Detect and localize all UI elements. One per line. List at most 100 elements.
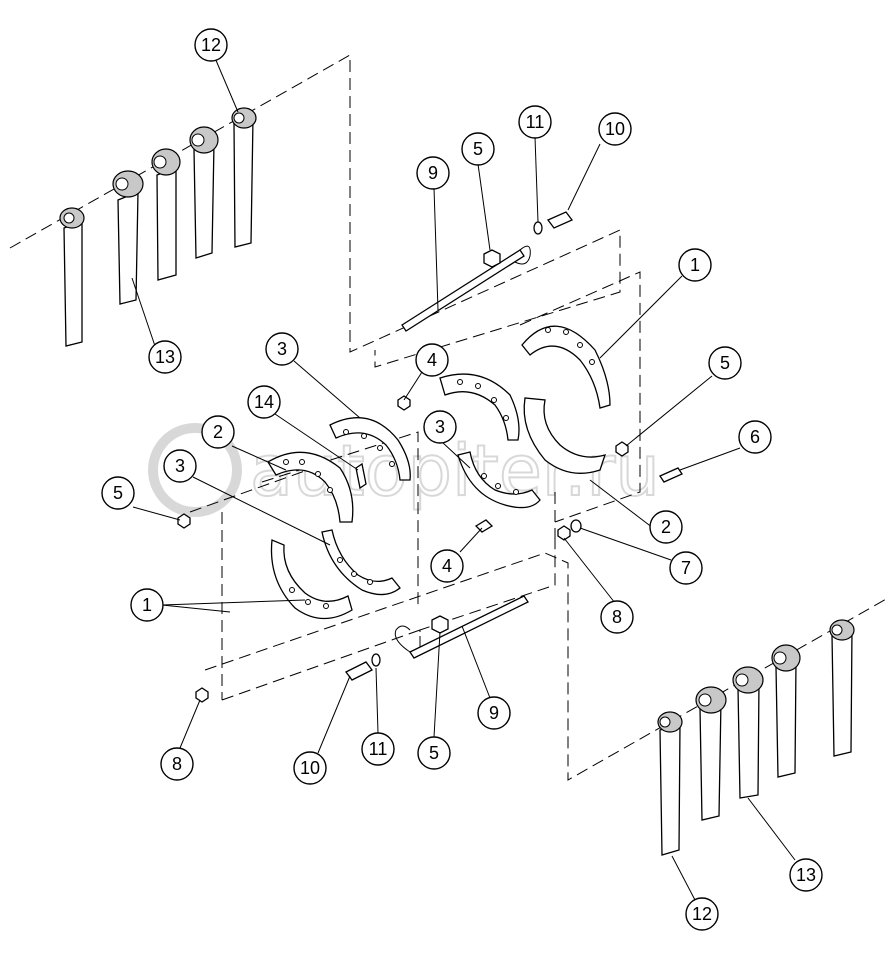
callout-8-right: 8 xyxy=(600,600,634,634)
callout-2-right: 2 xyxy=(649,510,683,544)
right-shoe-3-lower xyxy=(457,451,541,509)
left-plate-group xyxy=(177,417,411,703)
svg-text:5: 5 xyxy=(429,743,439,763)
svg-text:3: 3 xyxy=(435,417,445,437)
left-backing-plate-1 xyxy=(270,539,353,620)
leader-lines xyxy=(131,57,796,901)
callout-11-top: 11 xyxy=(518,105,552,139)
callout-3-mid: 3 xyxy=(423,410,457,444)
callouts: 12 13 9 5 11 10 1 3 4 5 14 2 3 6 3 5 2 7… xyxy=(101,28,823,931)
right-bolt-4-upper xyxy=(397,395,411,411)
callout-5-right: 5 xyxy=(708,346,742,380)
callout-12-bottom: 12 xyxy=(685,897,719,931)
svg-text:3: 3 xyxy=(175,456,185,476)
lower-bolt xyxy=(345,661,373,681)
pad-8 xyxy=(732,666,764,799)
right-bolt-4-lower xyxy=(474,519,494,533)
svg-text:13: 13 xyxy=(155,347,175,367)
left-shoe-3-lower xyxy=(321,529,401,596)
callout-2-left: 2 xyxy=(201,415,235,449)
svg-text:5: 5 xyxy=(113,483,123,503)
pad-10 xyxy=(829,619,855,757)
right-plate-group xyxy=(397,325,683,541)
callout-9-bottom: 9 xyxy=(477,696,511,730)
svg-text:12: 12 xyxy=(692,904,712,924)
svg-text:10: 10 xyxy=(300,758,320,778)
pad-9 xyxy=(771,644,801,778)
callout-12-top: 12 xyxy=(194,28,228,62)
right-washer-7 xyxy=(570,519,582,533)
left-shoe-3-upper xyxy=(329,417,411,481)
svg-text:4: 4 xyxy=(442,556,452,576)
svg-text:7: 7 xyxy=(681,558,691,578)
callout-1-right: 1 xyxy=(678,248,712,282)
svg-text:5: 5 xyxy=(473,139,483,159)
right-shoe-3-upper xyxy=(439,373,520,441)
svg-text:11: 11 xyxy=(526,112,545,132)
svg-text:9: 9 xyxy=(489,703,499,723)
right-bolt-6 xyxy=(659,467,683,483)
upper-left-pad-group xyxy=(59,107,257,347)
svg-text:13: 13 xyxy=(796,865,816,885)
callout-6: 6 xyxy=(738,420,772,454)
upper-bolt xyxy=(546,211,574,229)
callout-14: 14 xyxy=(247,385,281,419)
left-nut-5 xyxy=(177,513,191,529)
callout-5-bottom: 5 xyxy=(417,736,451,770)
callout-13-bottom: 13 xyxy=(789,858,823,892)
callout-9-top: 9 xyxy=(416,156,450,190)
callout-10-top: 10 xyxy=(598,112,632,146)
svg-text:1: 1 xyxy=(142,595,152,615)
lower-nut xyxy=(431,615,449,634)
pad-7 xyxy=(695,686,727,821)
svg-text:3: 3 xyxy=(277,339,287,359)
lower-rod-assembly xyxy=(345,595,529,681)
callout-13-top: 13 xyxy=(148,340,182,374)
right-nut-8 xyxy=(557,525,571,541)
svg-text:5: 5 xyxy=(720,353,730,373)
callout-3-top: 3 xyxy=(265,332,299,366)
svg-text:8: 8 xyxy=(172,754,182,774)
svg-text:1: 1 xyxy=(690,255,700,275)
upper-washer xyxy=(533,221,543,235)
callout-1-left: 1 xyxy=(130,588,164,622)
svg-text:2: 2 xyxy=(213,422,223,442)
svg-text:14: 14 xyxy=(254,392,274,412)
pad-6 xyxy=(657,711,683,856)
svg-text:12: 12 xyxy=(201,35,221,55)
lower-right-pad-group xyxy=(657,619,855,856)
pad-3 xyxy=(151,148,181,281)
callout-8-left: 8 xyxy=(160,747,194,781)
left-nut-8 xyxy=(195,687,209,703)
callout-5-top: 5 xyxy=(461,132,495,166)
callout-7: 7 xyxy=(669,551,703,585)
right-shoe-2 xyxy=(523,397,607,474)
svg-text:11: 11 xyxy=(369,739,388,759)
left-pin-14 xyxy=(355,462,367,490)
callout-4-mid: 4 xyxy=(430,549,464,583)
pad-4 xyxy=(189,126,219,259)
right-backing-plate-1 xyxy=(521,325,611,409)
left-backing-plate-2 xyxy=(267,451,354,523)
pad-2 xyxy=(112,170,144,305)
pad-5 xyxy=(231,107,257,248)
upper-rod-assembly xyxy=(401,211,574,332)
upper-nut xyxy=(483,249,501,268)
callout-4-top: 4 xyxy=(415,343,449,377)
svg-text:4: 4 xyxy=(427,350,437,370)
callout-5-left: 5 xyxy=(101,476,135,510)
svg-text:9: 9 xyxy=(428,163,438,183)
callout-10-bottom: 10 xyxy=(293,751,327,785)
upper-rod xyxy=(401,249,525,332)
pad-1 xyxy=(59,207,85,347)
svg-text:6: 6 xyxy=(750,427,760,447)
svg-text:8: 8 xyxy=(612,607,622,627)
callout-3-left: 3 xyxy=(163,449,197,483)
svg-text:2: 2 xyxy=(661,517,671,537)
callout-11-bottom: 11 xyxy=(361,732,395,766)
svg-text:10: 10 xyxy=(605,119,625,139)
lower-washer xyxy=(371,653,381,667)
right-nut-5 xyxy=(615,441,629,457)
